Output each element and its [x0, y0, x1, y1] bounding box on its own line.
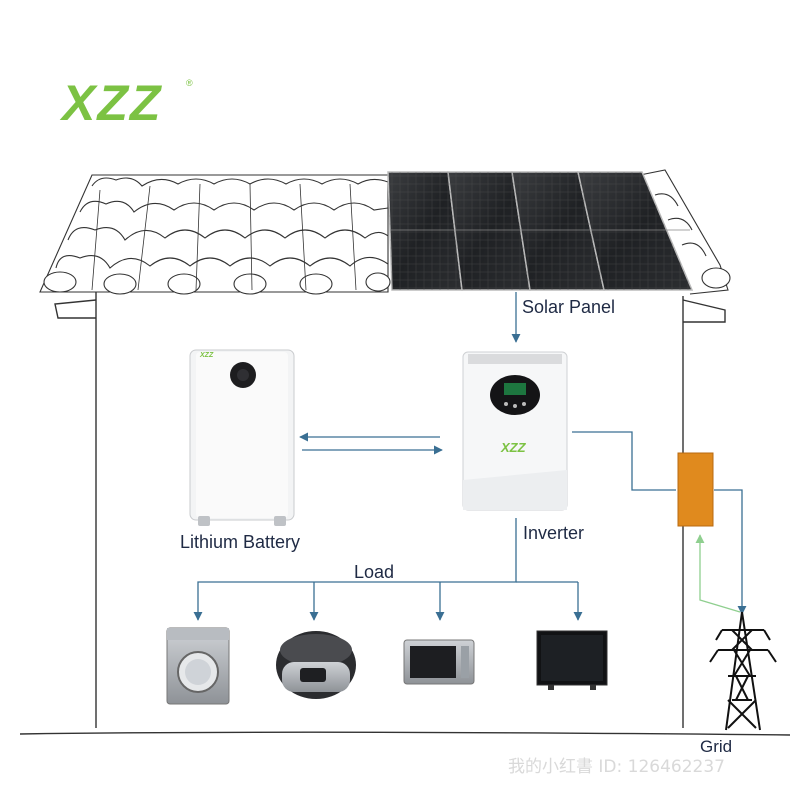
grid-label: Grid [700, 737, 733, 756]
inverter-unit [462, 351, 568, 511]
lithium-battery-unit [189, 349, 295, 526]
meter-box [677, 452, 714, 527]
grid-return-arrow [695, 534, 741, 613]
microwave-icon [403, 639, 475, 685]
registered-mark: ® [186, 78, 193, 88]
power-tower-icon [709, 611, 777, 731]
solar-panels [387, 171, 694, 291]
solar-panel-label: Solar Panel [522, 297, 616, 317]
lithium-battery-label: Lithium Battery [180, 532, 301, 552]
battery-brand-mark: XZZ [200, 352, 214, 359]
house-outline [19, 290, 791, 736]
inverter-label: Inverter [523, 523, 585, 543]
brand-logo: XZZ [62, 75, 163, 131]
rice-cooker-icon [276, 631, 356, 699]
flow-arrows [193, 292, 747, 621]
watermark-text: 我的小红書 ID: 126462237 [508, 757, 725, 777]
load-label: Load [354, 562, 395, 582]
inverter-brand-mark: XZZ [501, 440, 526, 455]
television-icon [536, 630, 608, 690]
washing-machine-icon [166, 627, 230, 705]
roof-tiles [39, 169, 731, 295]
